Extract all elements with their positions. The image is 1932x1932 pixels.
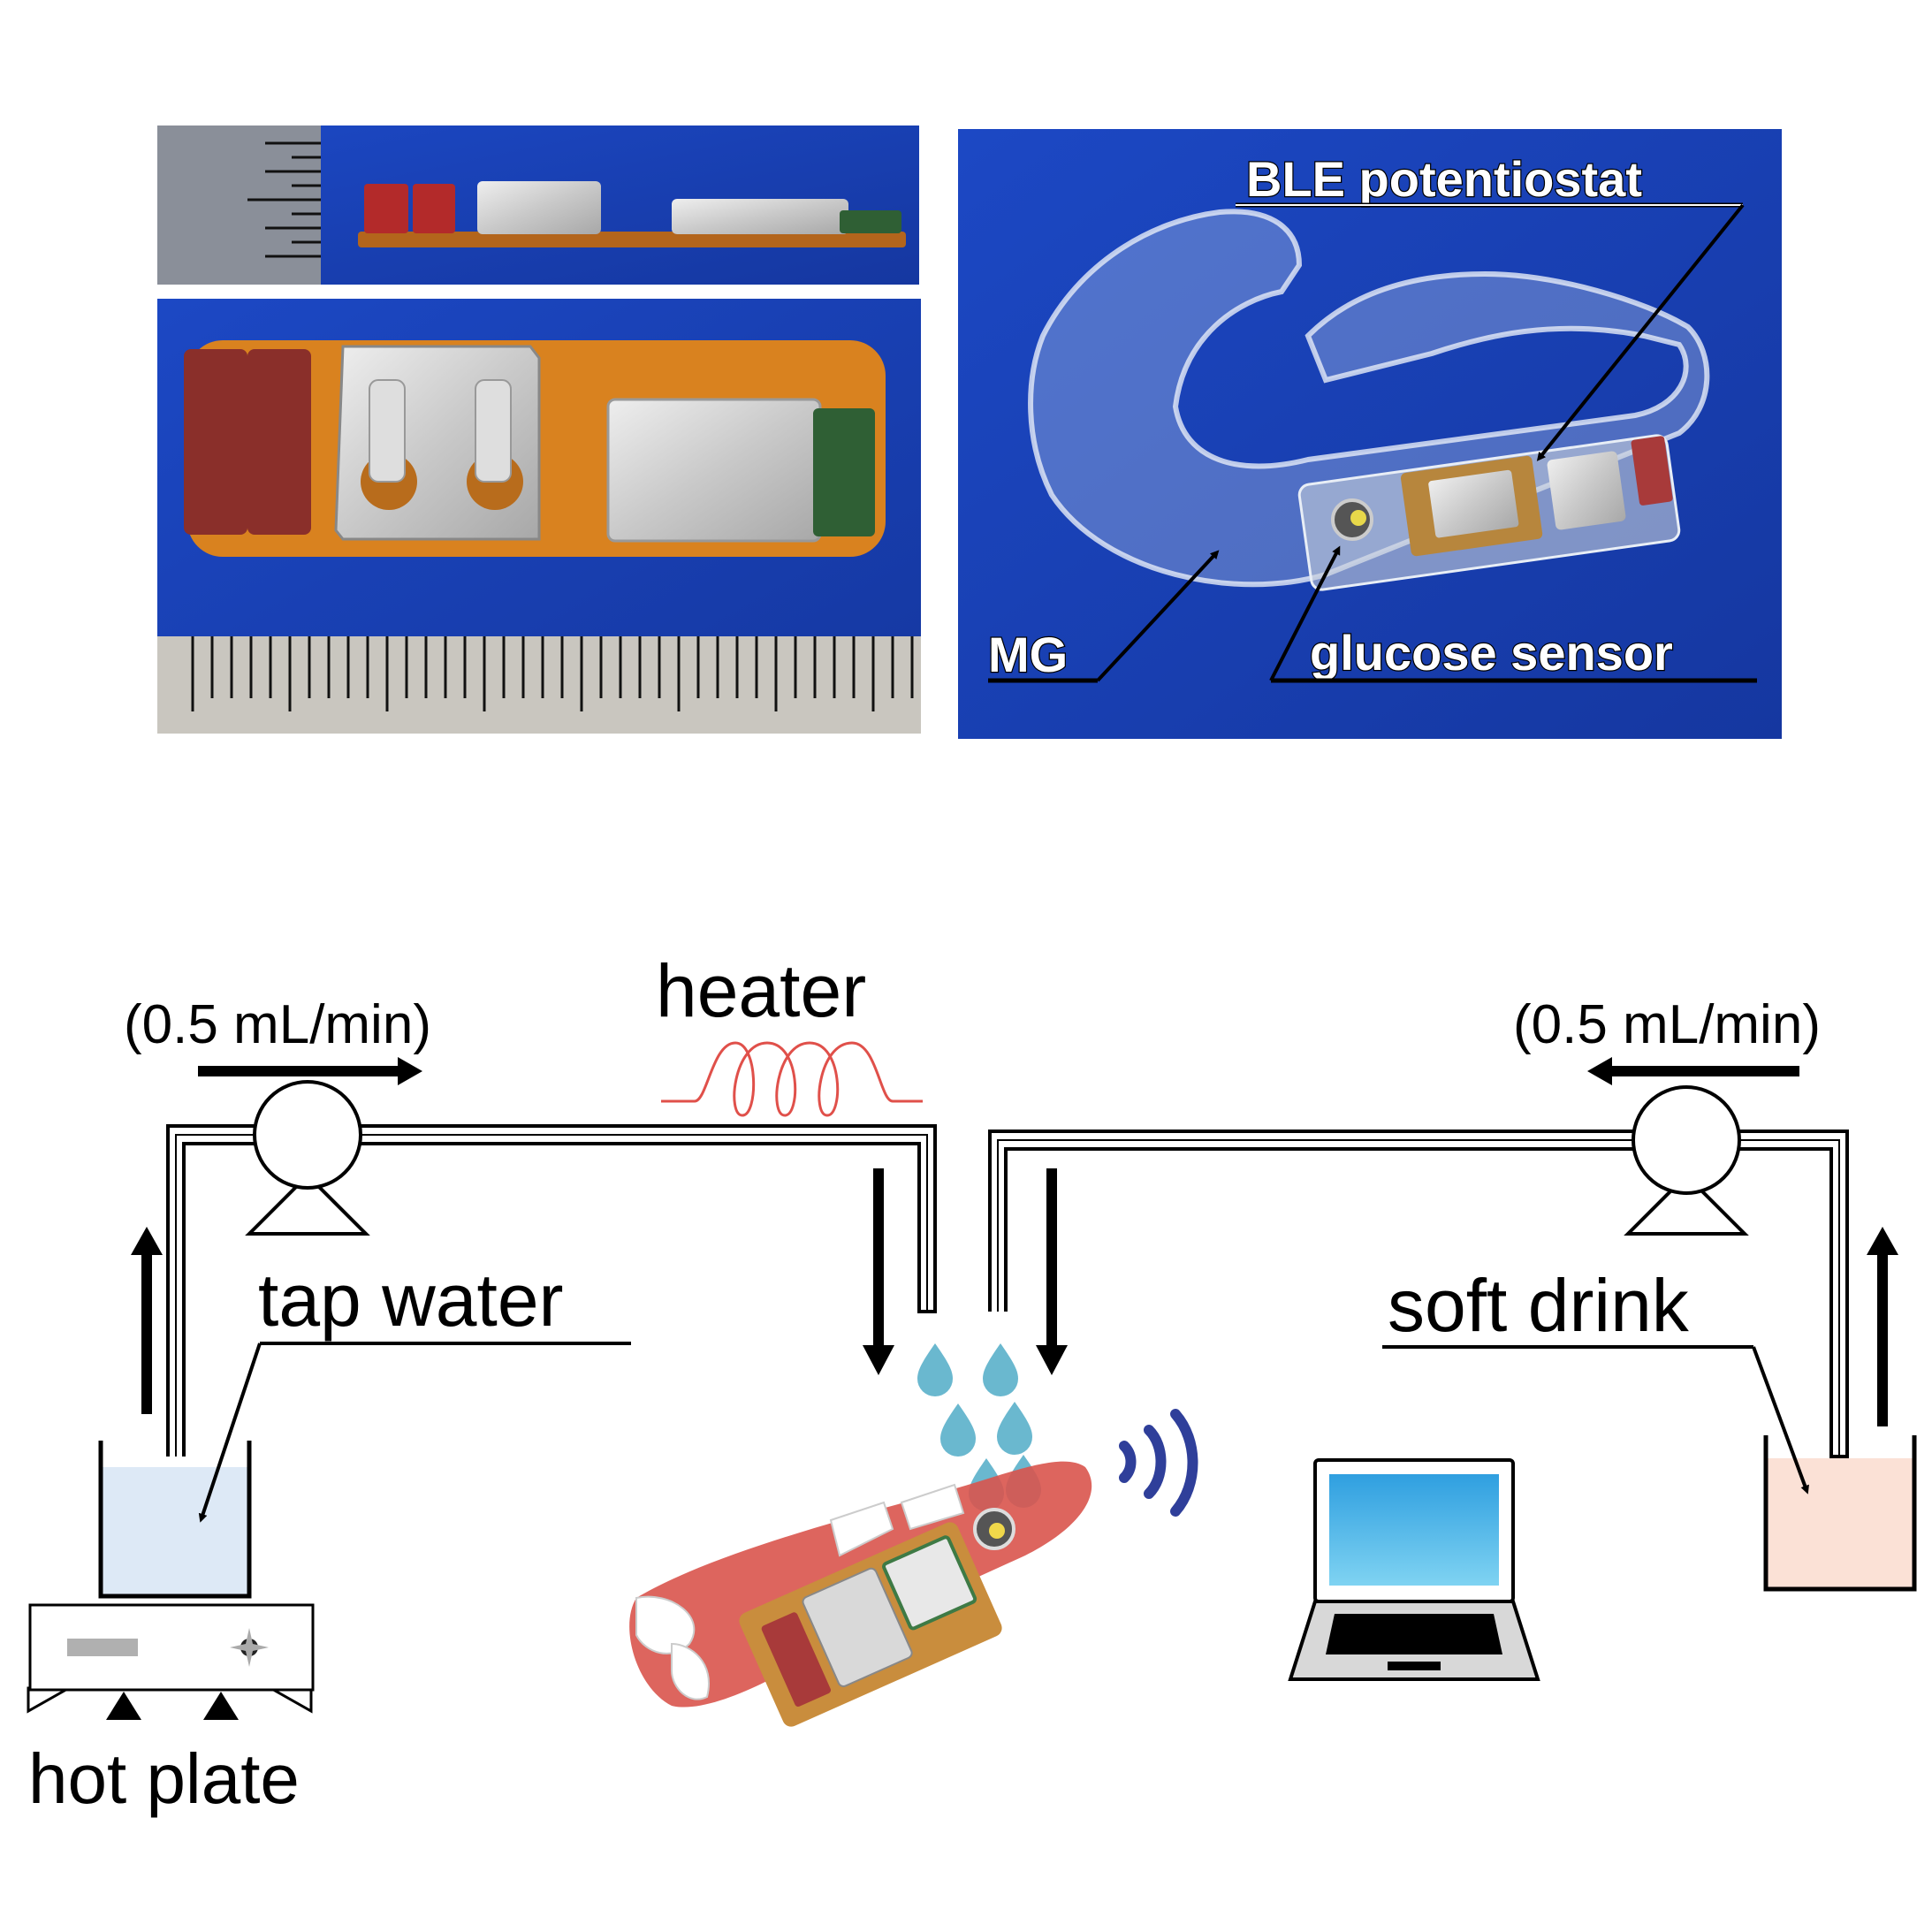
photo-top-view [157,299,921,734]
arrow-glucose [1269,545,1341,681]
photo-mouthguard: BLE potentiostat MG glucose sensor [958,129,1782,739]
ruler-side [157,126,321,285]
schematic: (0.5 mL/min) (0.5 mL/min) heater tap wat… [27,949,1917,1818]
tap-water-label: tap water [258,1259,564,1342]
battery-connector-2 [247,349,311,535]
pcb-top [184,340,886,557]
label-mg: MG [988,627,1068,682]
soft-drink-label: soft drink [1388,1264,1690,1347]
photo-side-view [157,126,919,285]
flow-rate-right: (0.5 mL/min) [1513,994,1821,1055]
pump-right [1624,1085,1749,1236]
label-ble-potentiostat: BLE potentiostat [1246,151,1642,207]
mouthguard-shape [1028,209,1710,588]
wireless-signal-icon [1119,1409,1198,1517]
heater-coil [661,1041,923,1117]
antenna-chip [813,408,875,536]
beaker-tap-water [98,1441,252,1599]
hot-plate [27,1603,315,1720]
ruler-side-ticks [247,141,321,258]
heater-label: heater [656,949,866,1032]
arrow-ble [1536,203,1745,461]
pcb-side [358,181,906,247]
tube-right [988,1130,1849,1458]
ruler-bottom [157,636,921,734]
battery-connector-1 [184,349,247,535]
flow-rate-left: (0.5 mL/min) [124,994,431,1055]
laptop-icon [1288,1458,1540,1681]
pump-left [245,1080,370,1236]
label-glucose-sensor: glucose sensor [1310,625,1673,681]
ruler-bottom-ticks [191,636,914,711]
arrow-mg [1096,550,1220,682]
beaker-soft-drink [1763,1435,1917,1592]
ble-module-shield [606,398,822,543]
hot-plate-label: hot plate [28,1739,300,1818]
dental-model-with-device [629,1461,1092,1727]
